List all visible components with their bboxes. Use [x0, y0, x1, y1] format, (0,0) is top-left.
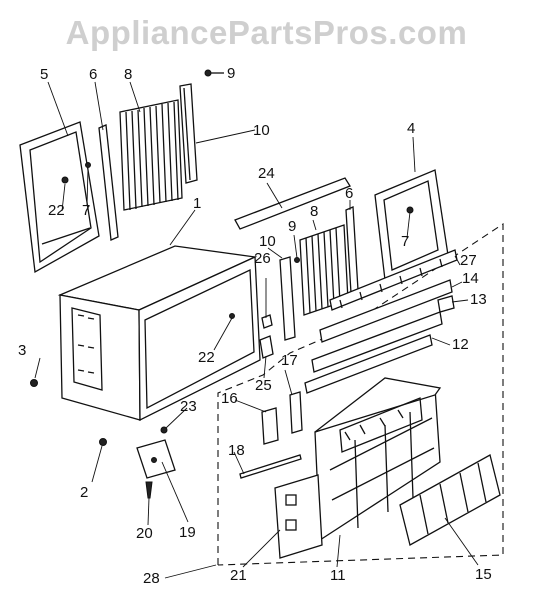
callout-28: 28 [143, 570, 160, 587]
screw-3 [30, 379, 38, 387]
control-bracket-17 [289, 391, 303, 434]
front-assembly-boundary [217, 222, 504, 566]
callout-22-left: 22 [48, 202, 65, 219]
front-grille [314, 377, 442, 542]
curtain-end-channel-right [279, 256, 296, 341]
callout-10-top: 10 [253, 122, 270, 139]
callout-9-mid: 9 [288, 218, 296, 235]
side-frame-right [374, 169, 449, 281]
callout-7-left: 7 [82, 202, 90, 219]
bracket-25 [259, 335, 274, 359]
callout-3: 3 [18, 342, 26, 359]
callout-27: 27 [460, 252, 477, 269]
top-rail [234, 177, 351, 230]
cabinet [57, 245, 261, 422]
screw-9-top [204, 69, 224, 77]
callout-17: 17 [281, 352, 298, 369]
callout-2: 2 [80, 484, 88, 501]
callout-7-right: 7 [401, 233, 409, 250]
callout-25: 25 [255, 377, 272, 394]
air-filter [399, 454, 501, 546]
callout-12: 12 [452, 336, 469, 353]
callout-5: 5 [40, 66, 48, 83]
side-frame-left [19, 121, 100, 274]
accordion-curtain-left [119, 99, 183, 211]
jamb-strip-left [85, 124, 119, 241]
callout-6-left: 6 [89, 66, 97, 83]
callout-23: 23 [180, 398, 197, 415]
callout-14: 14 [462, 270, 479, 287]
callout-16: 16 [221, 390, 238, 407]
louver-strips [304, 249, 458, 394]
callout-15: 15 [475, 566, 492, 583]
callout-22-mid: 22 [198, 349, 215, 366]
clip-13 [437, 295, 455, 313]
bracket-26 [261, 314, 273, 329]
callout-11: 11 [330, 567, 346, 584]
callout-9-top: 9 [227, 65, 235, 82]
control-panel [274, 474, 323, 559]
control-bracket-16 [261, 407, 279, 445]
callout-4: 4 [407, 120, 415, 137]
callout-24: 24 [258, 165, 275, 182]
callout-10-mid: 10 [259, 233, 276, 250]
rod-18 [239, 454, 302, 479]
screw-20 [145, 481, 153, 499]
callout-1: 1 [193, 195, 201, 212]
watermark: AppliancePartsPros.com [65, 14, 468, 51]
callout-13: 13 [470, 291, 487, 308]
callout-19: 19 [179, 524, 196, 541]
callout-26: 26 [254, 250, 271, 267]
callout-20: 20 [136, 525, 153, 542]
mounting-bracket [136, 439, 176, 479]
curtain-end-channel-left [179, 83, 198, 184]
screw-23 [160, 426, 168, 434]
callout-8-left: 8 [124, 66, 132, 83]
callout-18: 18 [228, 442, 245, 459]
callout-21: 21 [230, 567, 247, 584]
screw-2 [99, 438, 107, 446]
jamb-strip-right [345, 206, 359, 294]
leader-lines [34, 81, 479, 579]
callout-8-right: 8 [310, 203, 318, 220]
callout-6-right: 6 [345, 185, 353, 202]
